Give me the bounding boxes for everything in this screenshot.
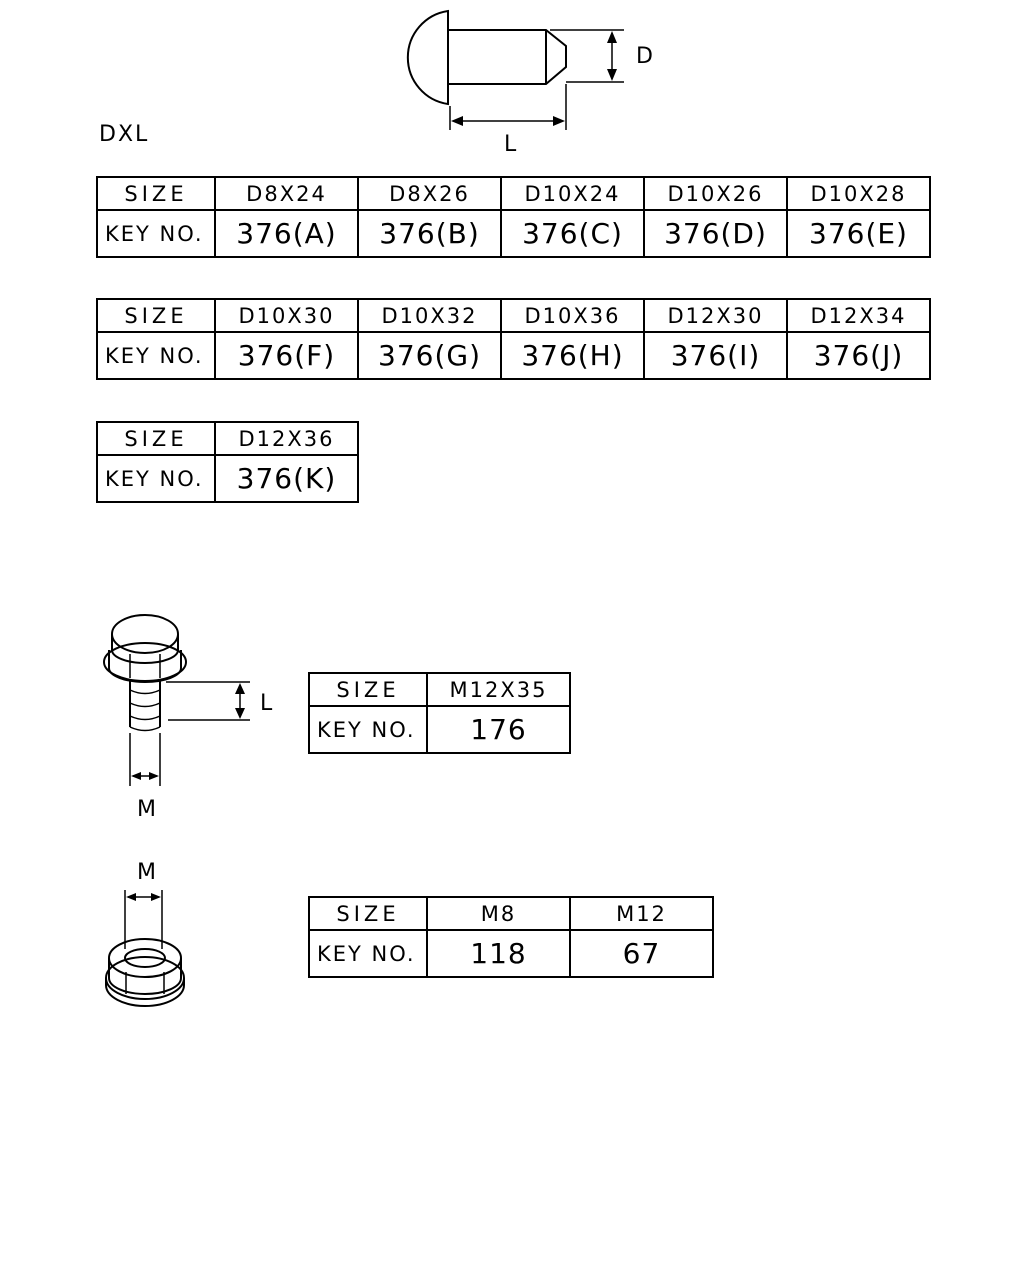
size-cell: D10X36 (500, 298, 645, 333)
key-cell: 376(J) (786, 331, 931, 380)
key-header: KEY NO. (308, 705, 428, 754)
size-cell: D10X26 (643, 176, 788, 211)
size-cell: D10X32 (357, 298, 502, 333)
key-cell: 376(C) (500, 209, 645, 258)
size-header: SIZE (308, 672, 428, 707)
size-cell: M12 (569, 896, 714, 931)
pin-drawing (406, 9, 624, 130)
key-header: KEY NO. (308, 929, 428, 978)
key-cell: 376(H) (500, 331, 645, 380)
pin-label-d: D (636, 44, 655, 69)
bolt-size-table: SIZE M12X35 KEY NO. 176 (308, 672, 571, 754)
key-cell: 376(I) (643, 331, 788, 380)
key-cell: 376(A) (214, 209, 359, 258)
key-header: KEY NO. (96, 331, 216, 380)
pin-size-table-3: SIZE D12X36 KEY NO. 376(K) (96, 421, 359, 503)
size-cell: D12X30 (643, 298, 788, 333)
size-header: SIZE (96, 176, 216, 211)
size-cell: M8 (426, 896, 571, 931)
key-cell: 376(G) (357, 331, 502, 380)
key-cell: 118 (426, 929, 571, 978)
size-cell: D8X24 (214, 176, 359, 211)
pin-caption: DXL (99, 122, 150, 147)
size-header: SIZE (308, 896, 428, 931)
size-cell: D10X28 (786, 176, 931, 211)
bolt-drawing (103, 614, 250, 786)
size-cell: D12X36 (214, 421, 359, 456)
size-cell: D10X24 (500, 176, 645, 211)
size-cell: M12X35 (426, 672, 571, 707)
bolt-label-m: M (137, 797, 158, 822)
size-header: SIZE (96, 421, 216, 456)
size-cell: D12X34 (786, 298, 931, 333)
key-cell: 376(F) (214, 331, 359, 380)
pin-size-table-2: SIZE D10X30 D10X32 D10X36 D12X30 D12X34 … (96, 298, 931, 380)
nut-drawing (105, 890, 185, 1007)
nut-label-m: M (137, 860, 158, 885)
key-cell: 376(B) (357, 209, 502, 258)
key-header: KEY NO. (96, 209, 216, 258)
key-header: KEY NO. (96, 454, 216, 503)
nut-size-table: SIZE M8 M12 KEY NO. 118 67 (308, 896, 714, 978)
size-cell: D8X26 (357, 176, 502, 211)
size-header: SIZE (96, 298, 216, 333)
bolt-label-l: L (260, 691, 275, 716)
key-cell: 376(E) (786, 209, 931, 258)
key-cell: 67 (569, 929, 714, 978)
key-cell: 176 (426, 705, 571, 754)
key-cell: 376(D) (643, 209, 788, 258)
pin-size-table-1: SIZE D8X24 D8X26 D10X24 D10X26 D10X28 KE… (96, 176, 931, 258)
size-cell: D10X30 (214, 298, 359, 333)
pin-label-l: L (504, 132, 519, 157)
key-cell: 376(K) (214, 454, 359, 503)
